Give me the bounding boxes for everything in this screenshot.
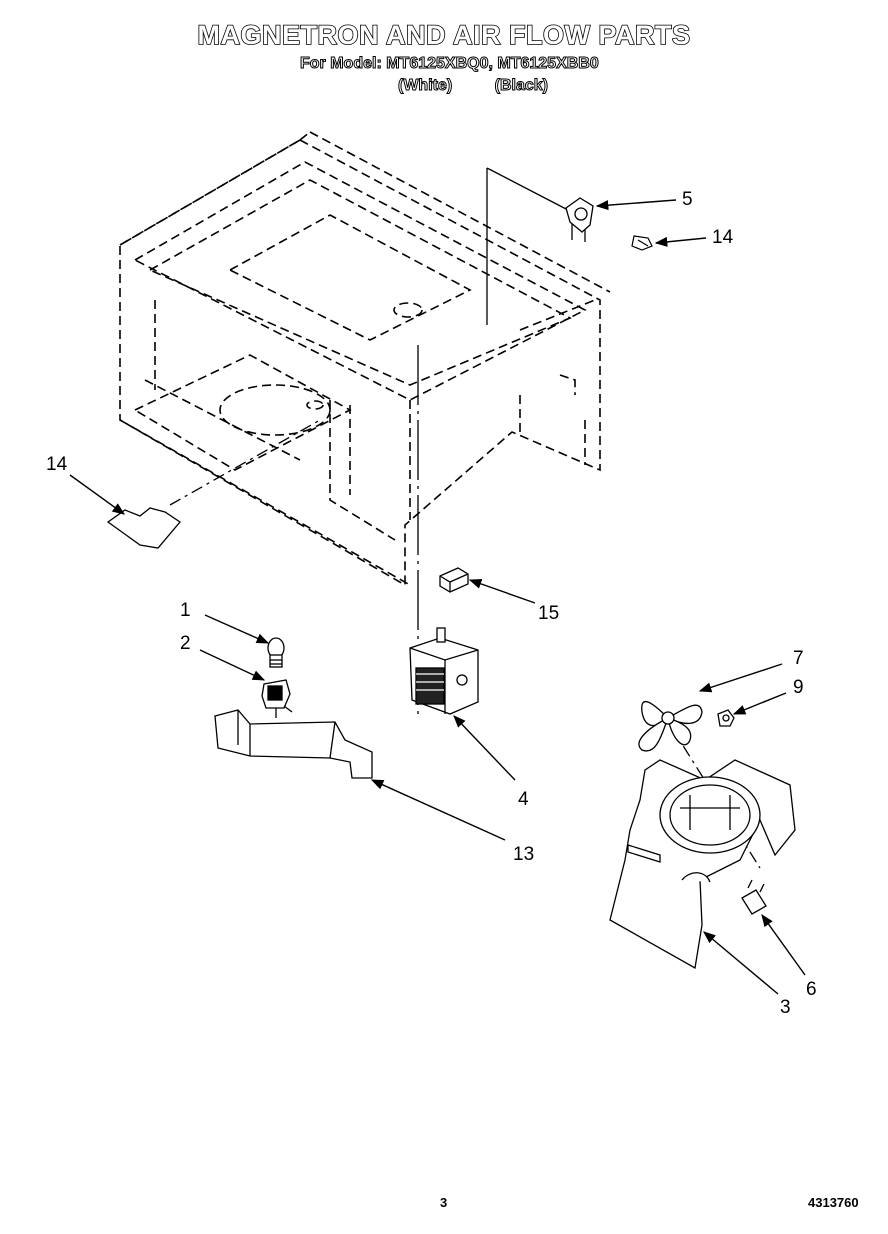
model-line: For Model: MT6125XBQ0, MT6125XBB0 [300,55,600,73]
arrow-3 [703,931,779,995]
callout-14-left: 14 [46,454,68,475]
air-guide-part [214,709,373,779]
callout-13: 13 [513,844,535,865]
callout-15: 15 [538,603,560,624]
arrow-7 [698,663,783,693]
callout-3: 3 [780,997,791,1018]
variant-black: (Black) [494,77,549,95]
arrow-15 [468,579,536,604]
arrow-6 [761,913,806,976]
lamp-bulb-part [267,637,285,668]
variant-white: (White) [397,77,453,95]
callout-14-top: 14 [712,227,734,248]
insulation-pad-part [106,507,181,549]
page-title-text: MAGNETRON AND AIR FLOW PARTS [197,19,691,51]
fuse-block-part [439,567,469,593]
page-number: 3 [440,1195,448,1210]
fan-nut-part [717,709,735,727]
callout-6: 6 [806,979,817,1000]
arrow-5 [595,199,677,211]
callout-arrows [69,199,806,995]
arrow-14-left [69,474,126,515]
fan-motor-part [741,879,767,915]
callout-4: 4 [518,789,529,810]
model-prefix: For Model: [300,55,383,73]
magnetron-part [409,627,479,715]
assembly-leader-lines [169,167,761,869]
page-title: MAGNETRON AND AIR FLOW PARTS [0,19,888,51]
callout-5: 5 [682,189,693,210]
arrow-1 [204,614,270,644]
callout-2: 2 [180,633,191,654]
arrow-13 [370,779,506,841]
color-variants: (White) (Black) [397,77,549,95]
fan-duct-part [609,759,796,970]
oven-cavity-outline [119,131,611,587]
lamp-socket-part [261,679,293,718]
screw-part-top [631,235,653,251]
thermal-cutout-part [565,197,594,242]
fan-blade-part [638,701,703,752]
arrow-4 [453,715,516,781]
arrow-14-top [654,236,707,247]
callout-7: 7 [793,648,804,669]
document-number: 4313760 [808,1195,859,1210]
arrow-2 [199,649,266,681]
model-numbers: MT6125XBQ0, MT6125XBB0 [386,55,600,73]
arrow-9 [732,692,787,715]
callout-1: 1 [180,600,191,621]
callout-9: 9 [793,677,804,698]
